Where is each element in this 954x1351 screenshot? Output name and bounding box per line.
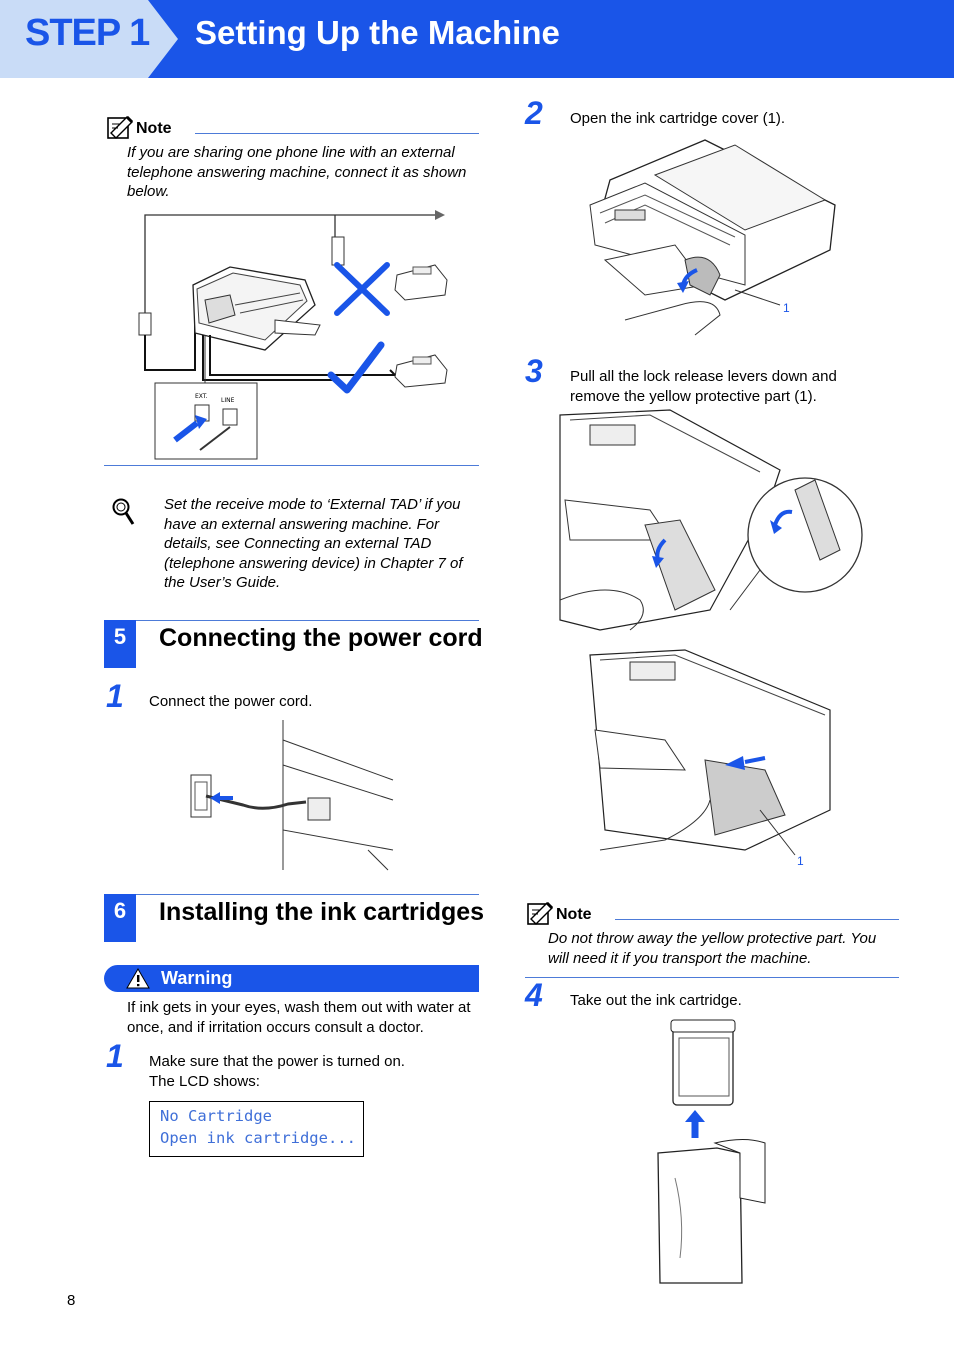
lcd-line2: Open ink cartridge... — [160, 1129, 356, 1147]
page-title: Setting Up the Machine — [195, 14, 560, 51]
step2-callout: 1 — [783, 301, 790, 315]
note2-label: Note — [556, 906, 592, 923]
step4-text: Take out the ink cartridge. — [570, 992, 742, 1009]
warning-label: Warning — [161, 968, 233, 988]
section5-rule — [104, 620, 479, 621]
step3-number: 3 — [525, 353, 543, 389]
note-bottom-rule — [104, 465, 479, 466]
section6-title: Installing the ink cartridges — [159, 898, 485, 926]
section5-step-number: 1 — [106, 678, 124, 714]
tad-connection-diagram: EXT. LINE — [138, 210, 448, 460]
note2-text: Do not throw away the yellow protective … — [548, 930, 877, 967]
note2-rule — [615, 919, 899, 920]
open-cover-illustration: 1 — [589, 139, 836, 336]
lock-lever-illustration — [559, 409, 863, 631]
step3-callout: 1 — [797, 854, 804, 868]
step3-text: Pull all the lock release levers down an… — [570, 368, 837, 405]
section6-step-line1: Make sure that the power is turned on. — [149, 1053, 405, 1070]
warning-icon — [126, 968, 150, 989]
note-label: Note — [136, 120, 172, 137]
remove-protective-part-illustration: 1 — [589, 649, 831, 868]
note-pencil-icon — [107, 115, 134, 139]
ext-label: EXT. — [195, 393, 208, 400]
warning-text: If ink gets in your eyes, wash them out … — [127, 999, 471, 1036]
lcd-line1: No Cartridge — [160, 1107, 272, 1125]
section5-number: 5 — [104, 620, 136, 668]
line-label: LINE — [221, 397, 235, 404]
section6-step-line2: The LCD shows: — [149, 1073, 260, 1090]
lcd-display: No Cartridge Open ink cartridge... — [149, 1101, 364, 1157]
section6-step-number: 1 — [106, 1038, 124, 1074]
section6-rule — [104, 894, 479, 895]
section6-number: 6 — [104, 894, 136, 942]
section5-step-text: Connect the power cord. — [149, 693, 313, 710]
step2-text: Open the ink cartridge cover (1). — [570, 110, 786, 127]
note-text: If you are sharing one phone line with a… — [127, 144, 467, 200]
step-label: STEP 1 — [25, 12, 150, 54]
note-rule — [195, 133, 479, 134]
ink-cartridge-illustration — [657, 1019, 766, 1284]
power-cord-illustration — [190, 720, 394, 871]
page-number: 8 — [67, 1292, 76, 1309]
magnifier-icon — [112, 498, 135, 525]
step-tab — [0, 0, 178, 78]
step2-number: 2 — [525, 95, 543, 131]
note-pencil-icon — [527, 901, 554, 925]
note2-bottom-rule — [525, 977, 899, 978]
warning-bar — [104, 965, 479, 992]
step4-number: 4 — [525, 977, 543, 1013]
section5-title: Connecting the power cord — [159, 624, 483, 652]
tip-text: Set the receive mode to ‘External TAD’ i… — [164, 496, 463, 591]
